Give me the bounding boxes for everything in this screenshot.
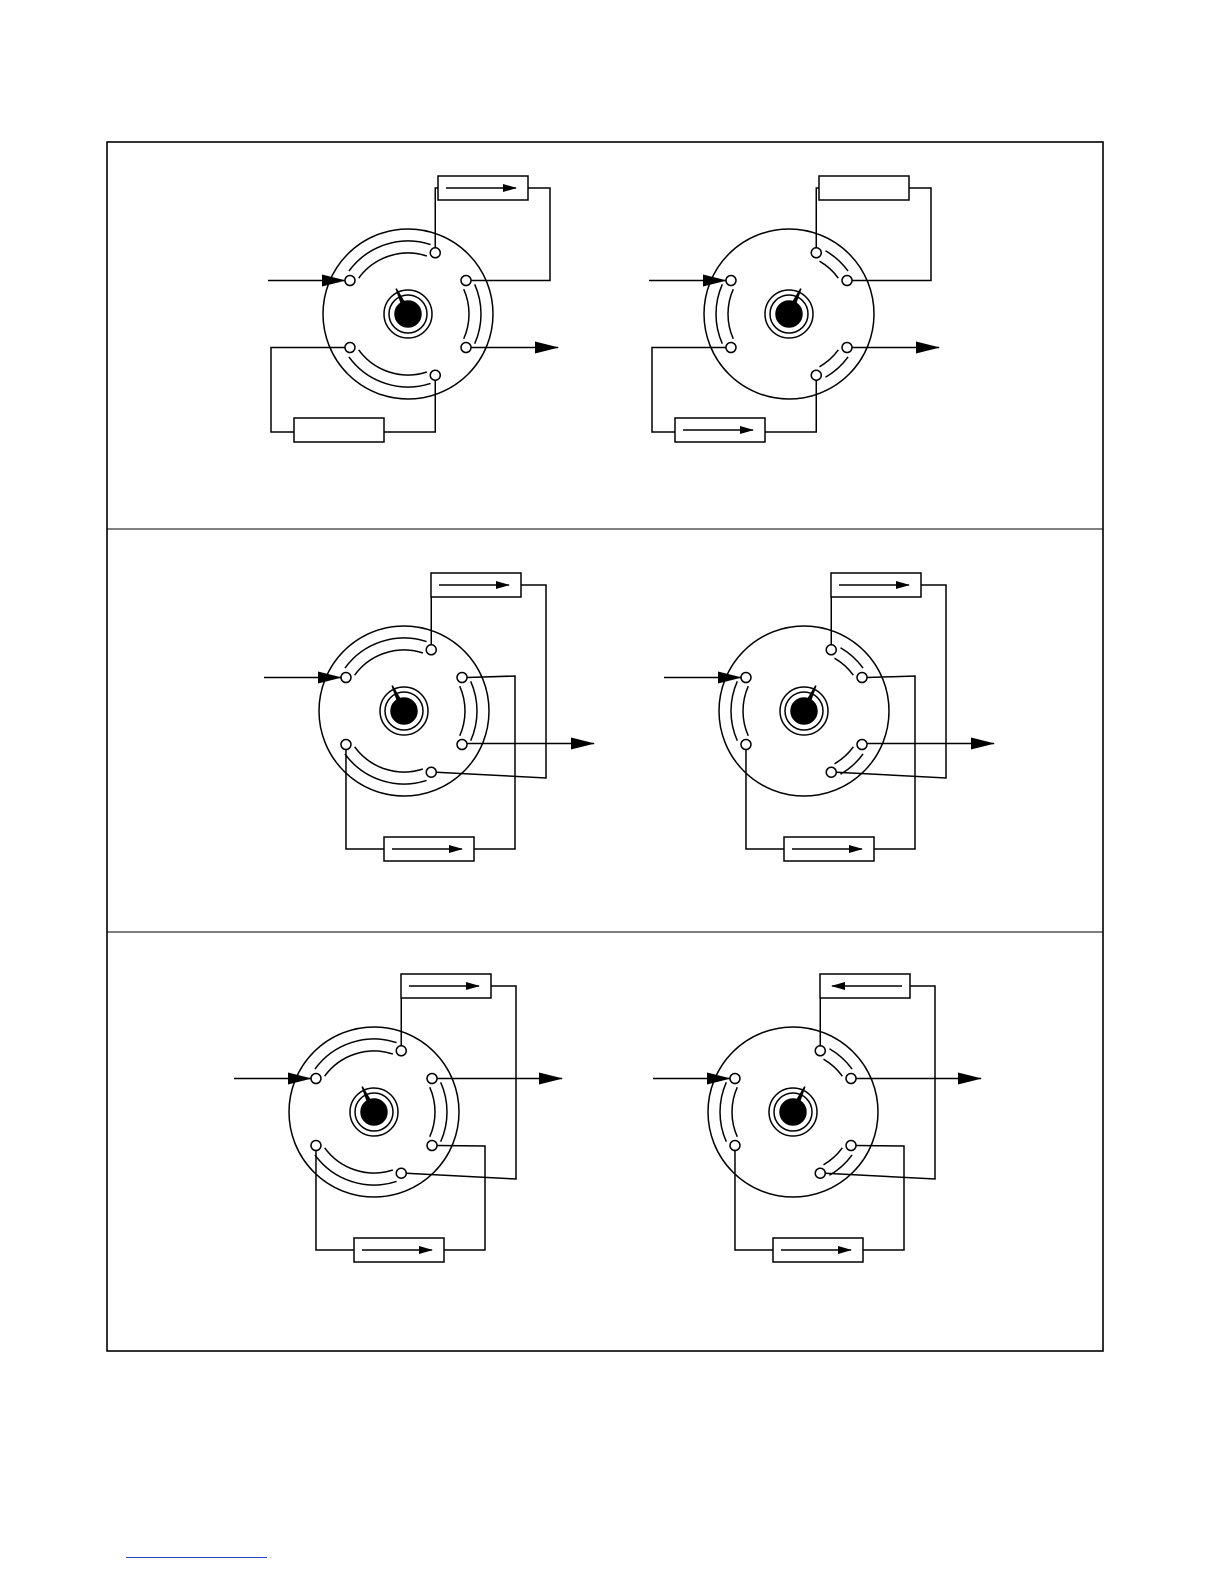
rotor-groove-inner bbox=[835, 658, 854, 675]
port-p1 bbox=[396, 1046, 406, 1056]
port-p3 bbox=[730, 1141, 740, 1151]
port-p2 bbox=[345, 276, 355, 286]
port-p5 bbox=[427, 1141, 437, 1151]
bottom-loop-wire-left bbox=[346, 750, 384, 850]
port-p2 bbox=[730, 1074, 740, 1084]
bottom-loop-wire-left bbox=[746, 750, 784, 850]
rotor-hub bbox=[395, 301, 421, 327]
bottom-loop-wire-left bbox=[735, 1151, 773, 1251]
top-loop-wire-right bbox=[852, 188, 931, 281]
port-p1 bbox=[815, 1046, 825, 1056]
rotor-groove-outer bbox=[471, 681, 477, 740]
bottom-loop-wire-left bbox=[316, 1151, 354, 1251]
port-p6 bbox=[846, 1074, 856, 1084]
rotor-groove-inner bbox=[355, 747, 423, 772]
panel-3-valve-1 bbox=[234, 974, 562, 1262]
rotor-groove-inner bbox=[464, 289, 469, 339]
port-p3 bbox=[345, 343, 355, 353]
bottom-loop-wire-right bbox=[384, 380, 435, 432]
port-p3 bbox=[726, 343, 736, 353]
panel-2-valve-2 bbox=[664, 573, 994, 861]
rotor-groove-inner bbox=[824, 1059, 843, 1076]
port-p5 bbox=[461, 343, 471, 353]
top-loop-wire-right bbox=[825, 986, 935, 1179]
figure-frame bbox=[107, 142, 1103, 1351]
panel-1-valve-1 bbox=[268, 176, 558, 442]
port-p6 bbox=[427, 1074, 437, 1084]
port-p6 bbox=[461, 276, 471, 286]
bottom-loop-wire-right bbox=[467, 676, 515, 849]
rotor-groove-inner bbox=[820, 350, 839, 367]
rotor-hub bbox=[776, 301, 802, 327]
panel-1-valve-2 bbox=[649, 176, 939, 442]
port-p4 bbox=[815, 1168, 825, 1178]
top-loop-wire-right bbox=[836, 585, 946, 778]
port-p1 bbox=[426, 645, 436, 655]
rotor-groove-inner bbox=[824, 1148, 843, 1165]
top-sample-loop bbox=[819, 176, 909, 200]
rotor-hub bbox=[780, 1099, 806, 1125]
port-p5 bbox=[857, 740, 867, 750]
rotor-groove-outer bbox=[731, 681, 737, 740]
footnote-rule bbox=[126, 1557, 267, 1558]
rotor-groove-inner bbox=[743, 686, 748, 736]
port-p1 bbox=[811, 248, 821, 258]
port-p4 bbox=[826, 767, 836, 777]
port-p1 bbox=[430, 248, 440, 258]
rotor-groove-outer bbox=[716, 284, 722, 343]
port-p5 bbox=[842, 343, 852, 353]
port-p6 bbox=[457, 673, 467, 683]
port-p2 bbox=[311, 1074, 321, 1084]
rotor-groove-inner bbox=[835, 747, 854, 764]
top-loop-wire-right bbox=[406, 986, 516, 1179]
rotor-groove-inner bbox=[430, 1087, 435, 1137]
panel-2-valve-1 bbox=[264, 573, 594, 861]
port-p5 bbox=[457, 740, 467, 750]
panel-3-valve-2 bbox=[653, 974, 981, 1262]
port-p3 bbox=[741, 740, 751, 750]
bottom-sample-loop bbox=[294, 418, 384, 442]
port-p1 bbox=[826, 645, 836, 655]
top-loop-wire-right bbox=[436, 585, 546, 778]
port-p6 bbox=[857, 673, 867, 683]
bottom-loop-wire-right bbox=[867, 676, 915, 849]
rotor-groove-inner bbox=[325, 1051, 393, 1076]
rotor-hub bbox=[791, 698, 817, 724]
port-p3 bbox=[341, 740, 351, 750]
port-p5 bbox=[846, 1141, 856, 1151]
rotor-groove-inner bbox=[355, 650, 423, 675]
port-p2 bbox=[341, 673, 351, 683]
top-loop-wire-right bbox=[471, 188, 550, 281]
rotor-groove-inner bbox=[820, 261, 839, 278]
port-p4 bbox=[811, 370, 821, 380]
port-p2 bbox=[726, 276, 736, 286]
rotor-groove-outer bbox=[720, 1082, 726, 1141]
rotor-groove-inner bbox=[359, 350, 427, 375]
port-p2 bbox=[741, 673, 751, 683]
port-p4 bbox=[396, 1168, 406, 1178]
bottom-loop-wire-right bbox=[765, 380, 816, 432]
rotor-groove-inner bbox=[732, 1087, 737, 1137]
rotor-groove-inner bbox=[325, 1148, 393, 1173]
port-p6 bbox=[842, 276, 852, 286]
rotor-groove-inner bbox=[460, 686, 465, 736]
rotor-groove-outer bbox=[475, 284, 481, 343]
rotor-hub bbox=[361, 1099, 387, 1125]
port-p4 bbox=[426, 767, 436, 777]
rotor-groove-outer bbox=[441, 1082, 447, 1141]
rotor-groove-inner bbox=[728, 289, 733, 339]
port-p4 bbox=[430, 370, 440, 380]
rotor-hub bbox=[391, 698, 417, 724]
rotor-groove-inner bbox=[359, 253, 427, 278]
port-p3 bbox=[311, 1141, 321, 1151]
